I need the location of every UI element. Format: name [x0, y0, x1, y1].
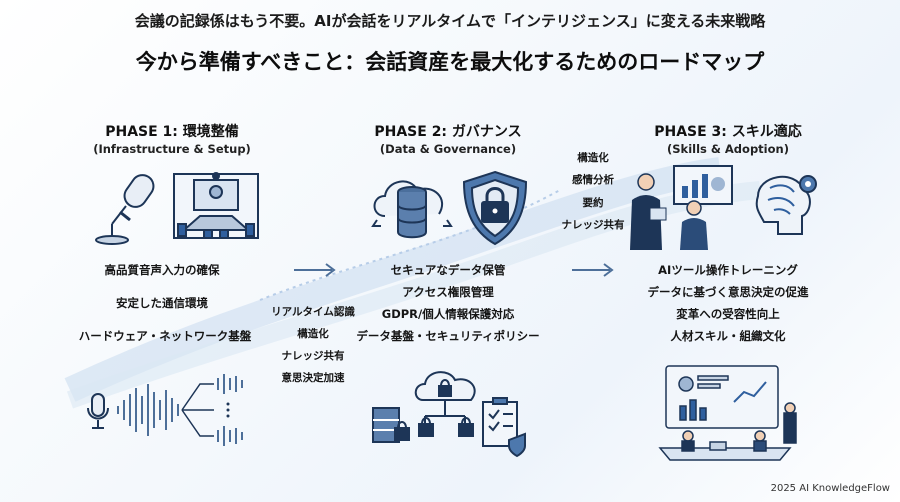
- flow-label: 感情分析: [572, 174, 614, 186]
- phase-1-subtitle: (Infrastructure & Setup): [93, 142, 251, 156]
- shield-lock-icon: [462, 170, 528, 246]
- phase-1-title: PHASE 1: 環境整備: [105, 124, 239, 140]
- arrow-right-icon: [572, 263, 614, 277]
- flow-label: 要約: [582, 197, 604, 209]
- phase-1-item-1: 高品質音声入力の確保: [104, 263, 220, 277]
- phase-3-item-3: 変革への受容性向上: [676, 307, 780, 321]
- flow-label: ナレッジ共有: [561, 219, 625, 231]
- microphone-icon: [95, 174, 155, 245]
- flow-label: 意思決定加速: [281, 372, 345, 384]
- phase-2-item-4: データ基盤・セキュリティポリシー: [356, 329, 540, 343]
- phase-3-item-1: AIツール操作トレーニング: [658, 263, 798, 277]
- footer-copyright: 2025 AI KnowledgeFlow: [770, 483, 890, 494]
- phase-2-item-3: GDPR/個人情報保護対応: [381, 307, 515, 321]
- phase-3-title: PHASE 3: スキル適応: [654, 124, 802, 140]
- business-team-icon: [630, 165, 733, 250]
- ai-brain-icon: [755, 175, 817, 235]
- phase-2-item-1: セキュアなデータ保管: [390, 263, 506, 277]
- cloud-database-icon: [371, 180, 453, 239]
- phase-3-item-4: 人材スキル・組織文化: [670, 329, 786, 343]
- page-subtitle: 会議の記録係はもう不要。AIが会話をリアルタイムで「インテリジェンス」に変える未…: [134, 12, 766, 30]
- phase-2-subtitle: (Data & Governance): [379, 142, 517, 156]
- phase-3-item-2: データに基づく意思決定の促進: [647, 285, 809, 299]
- phase-1-item-3: ハードウェア・ネットワーク基盤: [78, 329, 252, 343]
- phase-2-title: PHASE 2: ガバナンス: [374, 124, 522, 140]
- team-dashboard-illustration: [658, 365, 797, 461]
- flow-label: 構造化: [297, 328, 329, 340]
- audio-waveform-icon: [87, 374, 243, 446]
- arrow-right-icon: [294, 263, 336, 277]
- phase-1-item-2: 安定した通信環境: [116, 296, 208, 310]
- conference-room-icon: [173, 172, 259, 239]
- phase-3-subtitle: (Skills & Adoption): [667, 142, 789, 156]
- flow-label: ナレッジ共有: [281, 350, 345, 362]
- secure-cloud-network-icon: [372, 371, 526, 458]
- flow-label: 構造化: [577, 152, 609, 164]
- phase-2-item-2: アクセス権限管理: [402, 285, 494, 299]
- flow-label: リアルタイム認識: [271, 306, 355, 318]
- page-title: 今から準備すべきこと：会話資産を最大化するためのロードマップ: [135, 50, 765, 74]
